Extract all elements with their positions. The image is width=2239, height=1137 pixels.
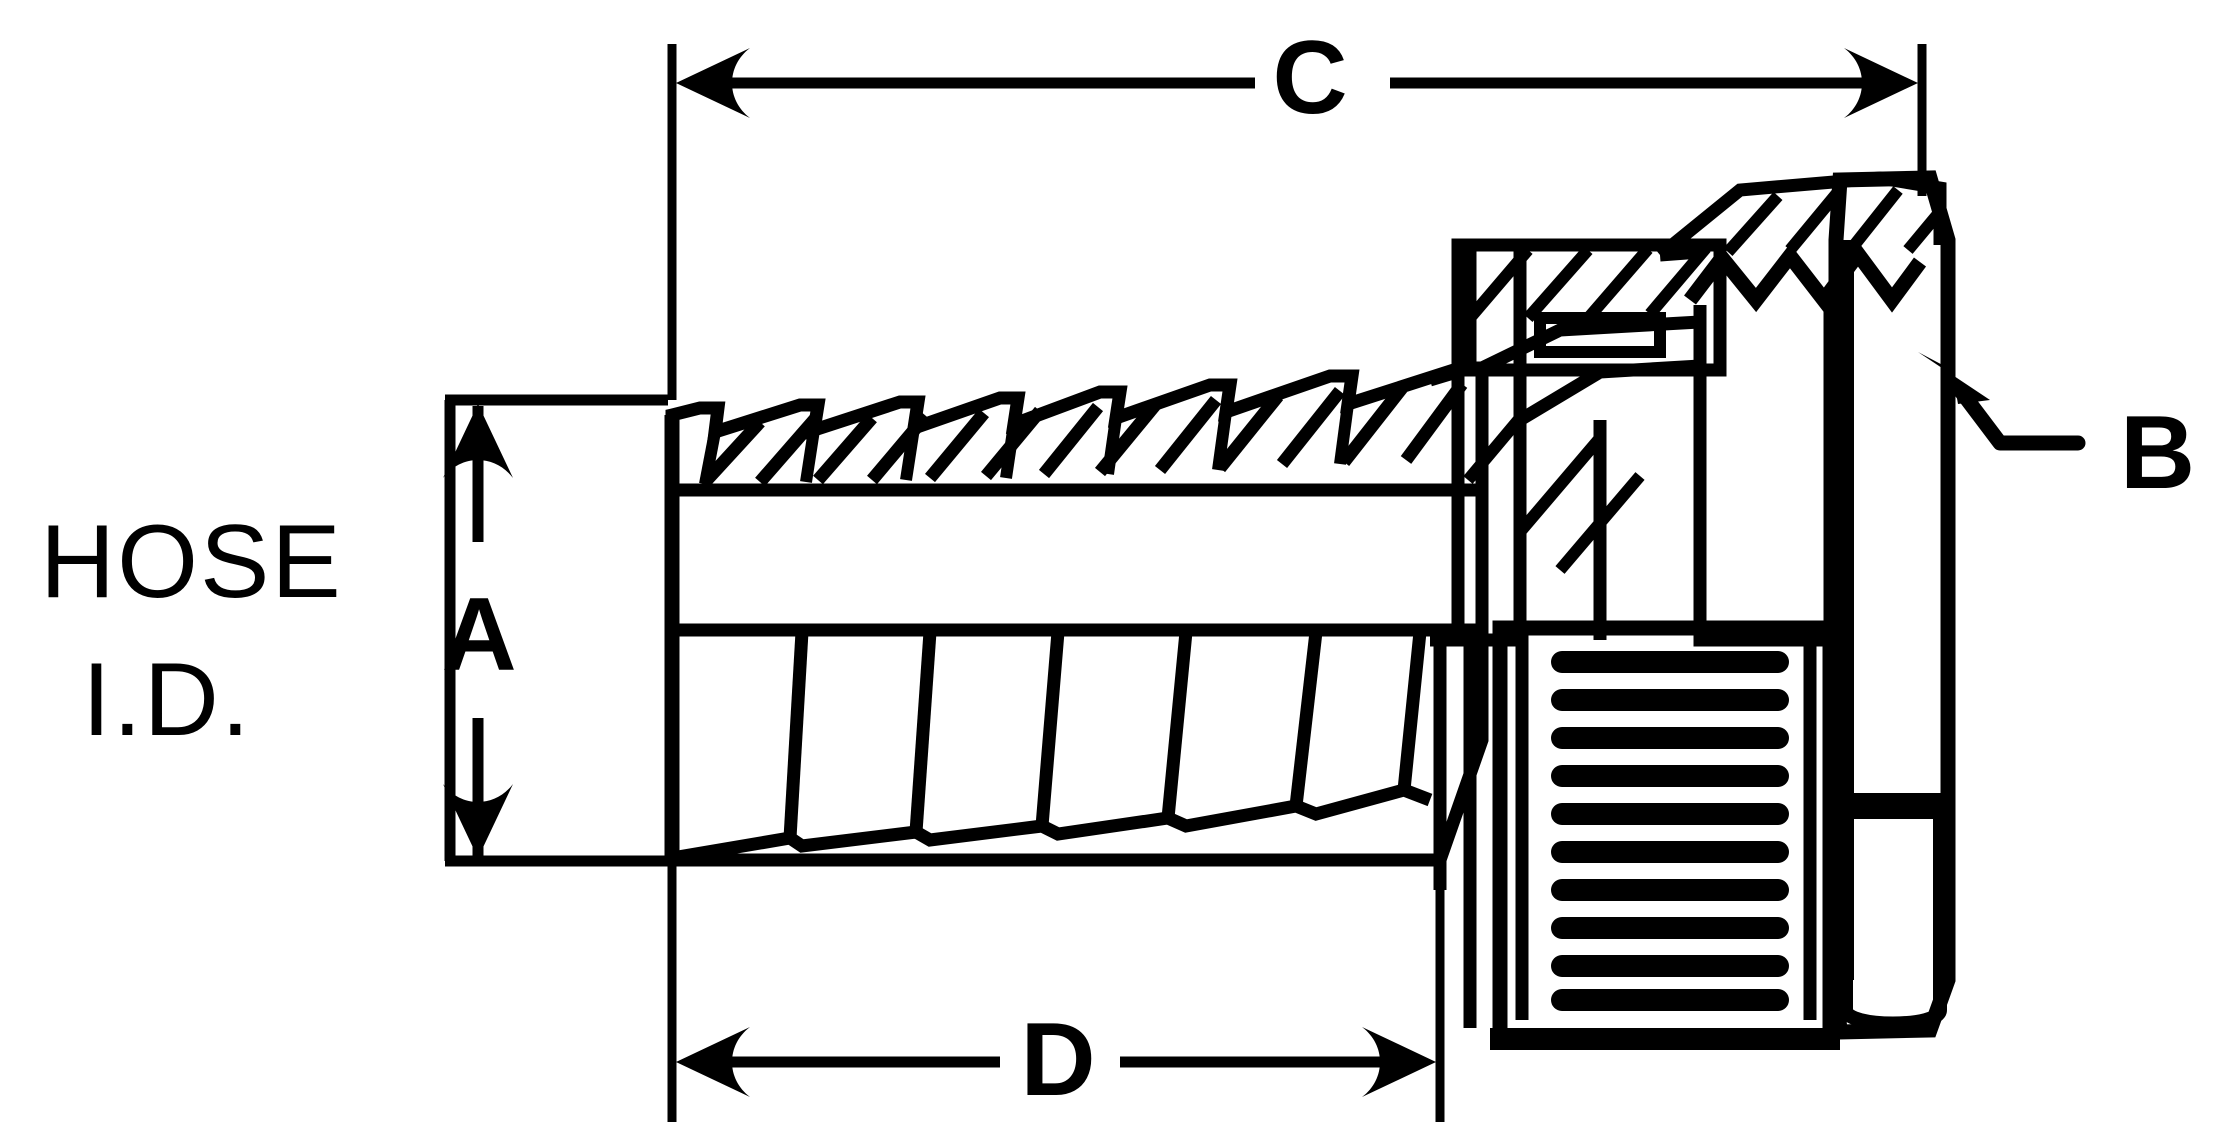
hex-nut-bottom-face	[1839, 805, 1947, 1031]
dimension-c: C	[667, 20, 1927, 400]
hose-id-annotation: HOSE I.D.	[40, 504, 343, 758]
ferrule-hatching	[1463, 244, 1711, 574]
hose-id-label-line1: HOSE	[40, 504, 343, 620]
shoulder-lower	[1430, 633, 1507, 1028]
barb-bore	[665, 483, 1489, 637]
dimension-d-arrow-right	[1362, 1027, 1436, 1097]
part-hex-nut	[1828, 170, 1956, 1040]
hex-nut-outline	[1828, 170, 1956, 1040]
nipple-thread-hatching	[1723, 186, 1943, 256]
dimension-c-arrow-left	[676, 48, 750, 118]
callout-b-label: B	[2120, 395, 2195, 511]
dimension-c-label: C	[1272, 20, 1347, 136]
part-ferrule	[1451, 238, 1727, 647]
barb-upper-tooth-faces	[699, 403, 1354, 486]
part-seat-cone	[1479, 305, 1707, 640]
seat-cone-window	[1534, 312, 1666, 358]
barb-lower-steps	[783, 631, 1427, 839]
part-hose-barb	[664, 361, 1489, 867]
barb-lower-bottom-edge	[670, 783, 1433, 865]
seat-cone-outline	[1479, 305, 1707, 374]
knurl-band-bottom-flange	[1490, 1028, 1840, 1050]
dimension-a-arrow-down	[443, 784, 513, 858]
dimension-c-arrow-right	[1844, 48, 1918, 118]
dimension-a-arrow-up	[443, 404, 513, 478]
dimension-d-label: D	[1020, 1002, 1095, 1118]
knurl-band-stripes	[1551, 651, 1789, 1011]
part-knurled-band	[1490, 620, 1840, 1050]
dimension-a-label: A	[441, 577, 516, 693]
nipple-thread-profile	[1684, 241, 1927, 313]
seat-cone-inner	[1516, 359, 1701, 426]
callout-b: B	[1918, 352, 2195, 511]
hose-id-label-line2: I.D.	[82, 642, 252, 758]
nipple-thread-root	[1659, 245, 1701, 262]
dimension-d-arrow-left	[676, 1027, 750, 1097]
dimension-d: D	[667, 838, 1445, 1122]
barb-upper-outline	[665, 361, 1489, 497]
part-transition-shoulder	[1428, 245, 1507, 1028]
callout-b-leader-line	[1952, 382, 2086, 451]
shoulder-top	[1428, 245, 1477, 387]
